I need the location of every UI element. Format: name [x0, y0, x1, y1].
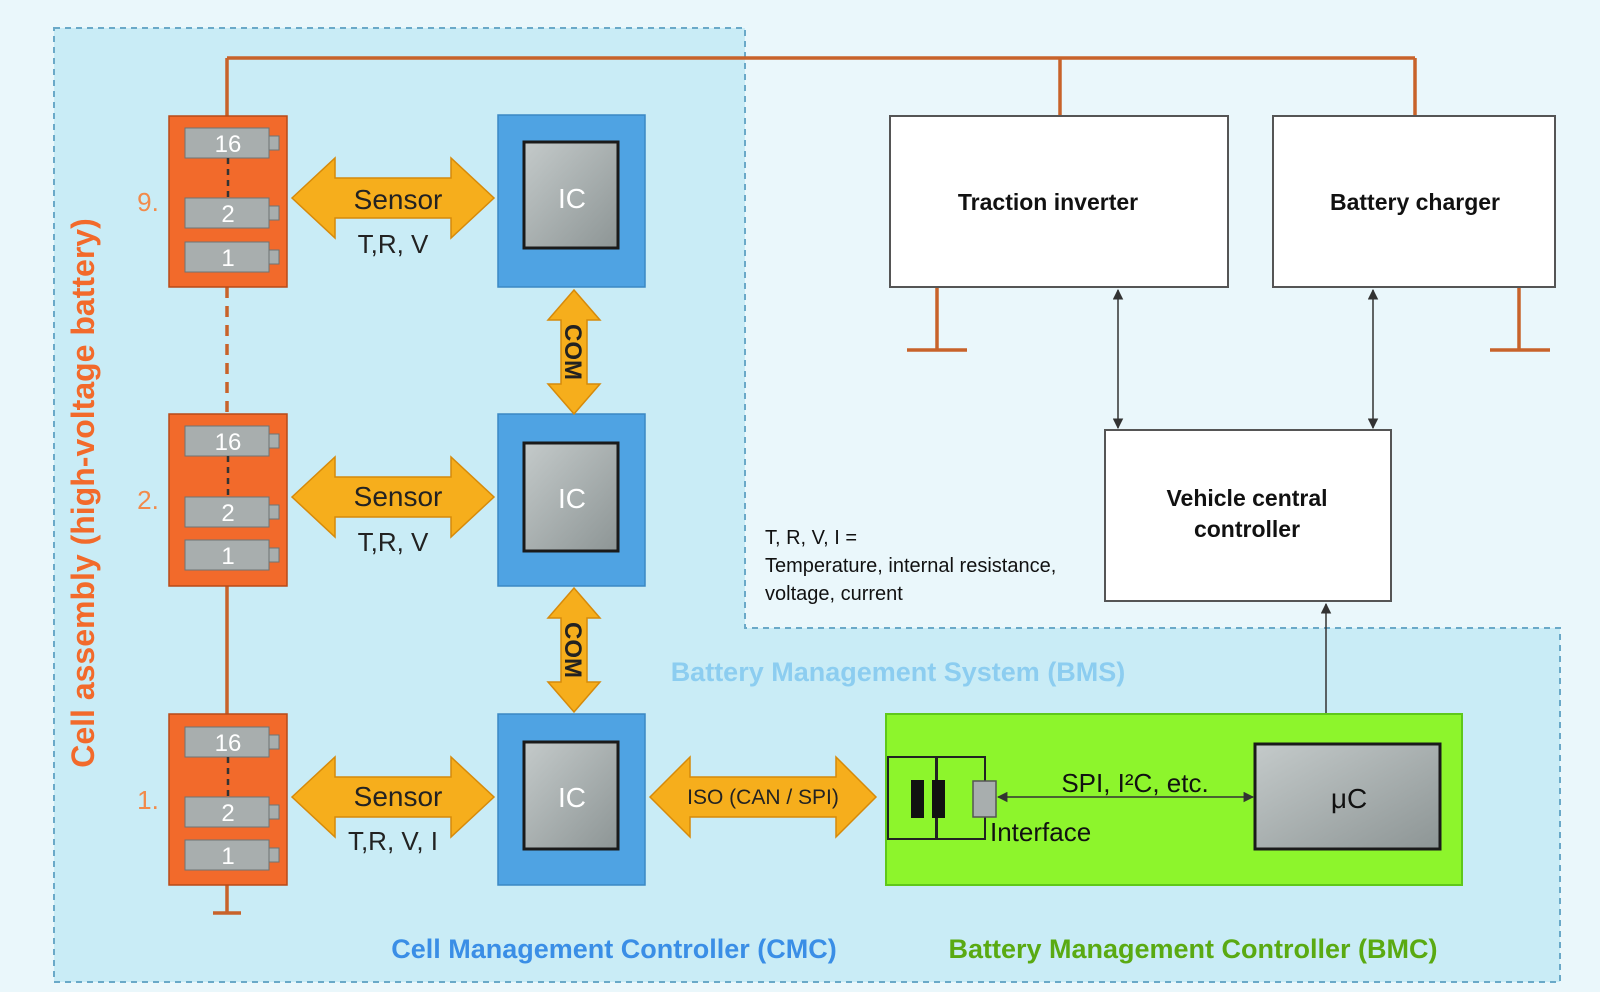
uc-label: μC: [1331, 783, 1367, 814]
vehicle-controller-box: [1104, 429, 1392, 602]
iso-label: ISO (CAN / SPI): [687, 786, 839, 809]
battery-charger-box: [1272, 115, 1556, 288]
sensor-arrow-1: [290, 755, 496, 839]
microcontroller-block: [1253, 742, 1442, 851]
com-label: COM: [559, 324, 586, 380]
legend-line3: voltage, current: [765, 583, 903, 605]
battery-charger-label: Battery charger: [1330, 189, 1500, 215]
ic-block-1: [497, 713, 646, 886]
sensor-arrow-9: [290, 156, 496, 240]
com-label: COM: [559, 622, 586, 678]
cell-module-2: 16 2 1: [168, 413, 288, 587]
ic-block-9: [497, 114, 646, 288]
ic-block-2: [497, 413, 646, 587]
cell-16-label: 16: [215, 131, 242, 158]
module-index-2: 2.: [137, 485, 159, 515]
sensor-label: Sensor: [354, 184, 443, 215]
interface-label: Interface: [990, 817, 1091, 847]
com-arrow-upper: [546, 288, 602, 416]
sensor-label: Sensor: [354, 481, 443, 512]
bms-label: Battery Management System (BMS): [671, 657, 1126, 687]
cell-assembly-label: Cell assembly (high-voltage battery): [65, 218, 101, 767]
iso-arrow: [648, 755, 878, 839]
ic-label: IC: [558, 483, 586, 514]
bmc-label: Battery Management Controller (BMC): [948, 934, 1437, 964]
cmc-label: Cell Management Controller (CMC): [391, 934, 837, 964]
module-index-1: 1.: [137, 785, 159, 815]
isolation-transformer-icon: [887, 756, 997, 840]
sensor-label: Sensor: [354, 781, 443, 812]
hv-bus: [213, 56, 1550, 915]
cell-16-label: 16: [215, 730, 242, 757]
traction-inverter-box: [889, 115, 1229, 288]
com-arrow-lower: [546, 586, 602, 714]
legend-line2: Temperature, internal resistance,: [765, 555, 1056, 577]
spi-label: SPI, I²C, etc.: [1061, 768, 1208, 798]
cell-2-label: 2: [221, 201, 234, 228]
cell-module-1: 16 2 1: [168, 713, 288, 886]
cell-2-label: 2: [221, 800, 234, 827]
cell-module-9: 16 2 1: [168, 115, 288, 288]
cell-16-label: 16: [215, 429, 242, 456]
ic-label: IC: [558, 183, 586, 214]
cell-2-label: 2: [221, 500, 234, 527]
legend-line1: T, R, V, I =: [765, 527, 857, 549]
cell-1-label: 1: [221, 543, 234, 570]
cell-1-label: 1: [221, 245, 234, 272]
sensor-arrow-2: [290, 455, 496, 539]
ic-label: IC: [558, 782, 586, 813]
sensor-measure-label: T,R, V: [358, 527, 429, 557]
cell-1-label: 1: [221, 843, 234, 870]
traction-inverter-label: Traction inverter: [958, 189, 1138, 215]
sensor-measure-label: T,R, V: [358, 229, 429, 259]
vehicle-controller-label-line2: controller: [1194, 516, 1300, 542]
sensor-measure-label: T,R, V, I: [348, 826, 438, 856]
vehicle-controller-label-line1: Vehicle central: [1166, 485, 1327, 511]
module-index-9: 9.: [137, 187, 159, 217]
